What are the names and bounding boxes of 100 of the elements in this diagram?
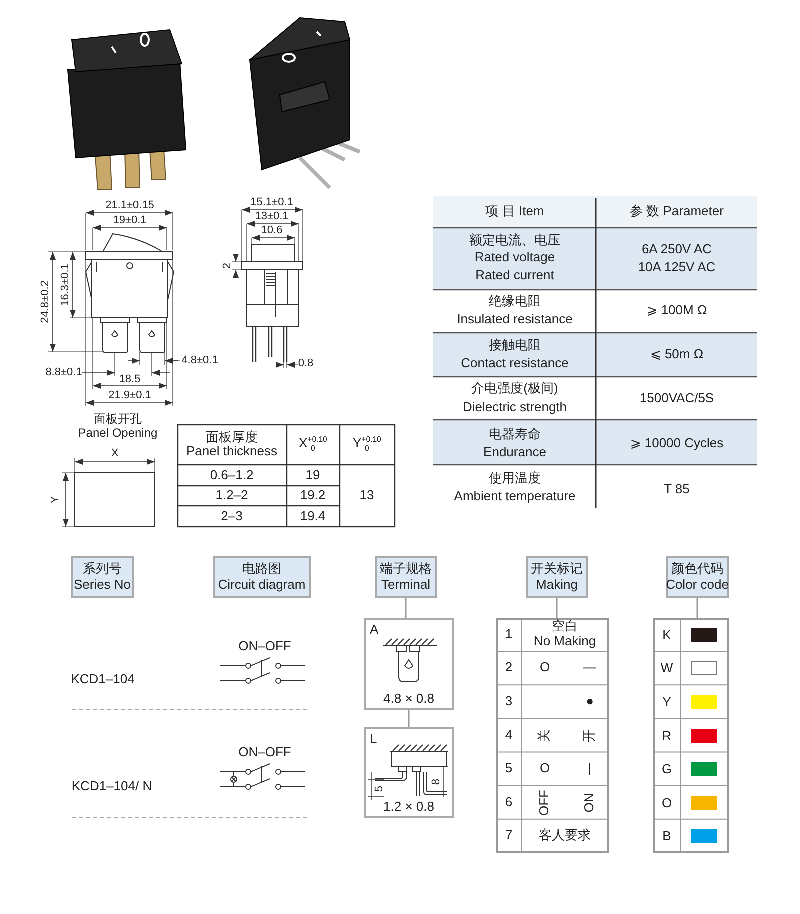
circuit-label: ON–OFF (238, 640, 292, 654)
box-label: 1.2 × 0.8 (382, 799, 436, 814)
cell-text: 1500VAC/5S (640, 392, 714, 406)
cell-text: 接触电阻 (489, 338, 541, 354)
series-number: KCD1–104 (71, 672, 135, 688)
box-label: L (370, 731, 378, 746)
dimension-text: 4.8±0.1 (182, 354, 218, 368)
header-text: 端子规格 (380, 561, 432, 577)
dimension-text: Y (50, 496, 62, 504)
color-code-table (653, 618, 729, 853)
dimension-text: 15.1±0.1 (250, 196, 294, 210)
dimension-text: X (111, 448, 119, 460)
cell-text: 客人要求 (539, 828, 591, 844)
cell-text: Insulated resistance (457, 312, 573, 328)
marking-table (496, 618, 609, 853)
color-letter: K (662, 627, 672, 642)
column-header: 项 目 Item (486, 204, 544, 220)
header-box (666, 556, 729, 598)
series-number: KCD1–104/ N (72, 780, 152, 794)
cell-text: 使用温度 (489, 472, 541, 486)
section-title: 面板开孔 (94, 413, 142, 427)
row-number: 4 (505, 728, 513, 743)
header-text: 电路图 (242, 561, 282, 577)
color-letter: Y (662, 694, 672, 710)
cell-text: ⩾ 100M Ω (646, 304, 708, 318)
cell-text: 额定电流、电压 (470, 234, 560, 248)
row-number: 5 (505, 762, 513, 777)
color-letter: G (662, 762, 672, 777)
dimension-text: 24.8±0.2 (40, 280, 52, 324)
row-number: 1 (505, 627, 513, 642)
marking-symbol: 开 (582, 729, 598, 742)
marking-symbol: | (588, 762, 592, 777)
column-header: 参 数 Parameter (630, 204, 724, 220)
color-letter: B (662, 828, 672, 844)
cell-text: 绝缘电阻 (489, 294, 541, 310)
connector-line (696, 598, 698, 618)
dimension-text: 8 (430, 778, 444, 786)
circuit-label: ON–OFF (238, 746, 292, 760)
cell-text: Ambient temperature (454, 490, 576, 504)
cell-text: 19.2 (300, 488, 326, 504)
dimension-text: 2 (222, 262, 234, 270)
header-text: Circuit diagram (218, 577, 306, 593)
connector-line (405, 598, 407, 618)
dimension-text: 5 (374, 786, 386, 792)
marking-symbol: ON (582, 792, 598, 812)
row-number: 2 (505, 660, 513, 676)
color-letter: W (660, 660, 674, 676)
cell-text: 0.6–1.2 (210, 468, 254, 484)
cell-text: 19.4 (300, 510, 326, 524)
dimension-text: 21.9±0.1 (108, 390, 152, 402)
marking-symbol: ● (586, 694, 594, 710)
cell-text: 1.2–2 (216, 488, 248, 504)
cell-text: 13 (360, 488, 374, 504)
marking-symbol: — (584, 660, 596, 676)
connector-line (556, 598, 558, 618)
cell-text: Rated current (476, 268, 554, 284)
row-number: 3 (505, 694, 513, 710)
marking-symbol: O (540, 660, 550, 676)
header-box (526, 556, 588, 598)
column-header: Panel thickness (186, 444, 278, 460)
marking-symbol: OFF (538, 790, 552, 816)
cell-text: Endurance (484, 446, 546, 460)
cell-text: No Making (534, 634, 596, 650)
header-text: Color code (666, 577, 729, 593)
cell-text: 电器寿命 (489, 428, 541, 442)
row-number: 7 (505, 828, 513, 844)
dimension-text: 16.3±0.1 (60, 264, 72, 306)
cell-text: 空白 (552, 620, 578, 634)
cell-text: Rated voltage (474, 250, 556, 266)
dimension-text: 21.1±0.15 (106, 200, 154, 212)
header-text: Series No (74, 577, 132, 593)
marking-symbol: 关 (538, 729, 552, 742)
header-text: 颜色代码 (672, 561, 724, 577)
section-title: Panel Opening (78, 427, 158, 441)
cell-text: Dielectric strength (462, 400, 568, 416)
cell-text: 10A 125V AC (638, 260, 716, 276)
header-box (71, 556, 134, 598)
cell-text: 19 (306, 468, 320, 484)
cell-text: ⩾ 10000 Cycles (630, 436, 724, 452)
header-box (375, 556, 437, 598)
dimension-text: 8.8±0.1 (46, 366, 82, 380)
connector-line (408, 710, 410, 727)
header-box (213, 556, 311, 598)
dimension-text: 19±0.1 (113, 214, 147, 228)
row-number: 6 (505, 795, 513, 810)
cell-text: 2–3 (221, 510, 243, 524)
marking-symbol: O (540, 762, 550, 777)
dimension-text: 10.6 (261, 224, 283, 238)
box-label: A (370, 622, 379, 637)
cell-text: ⩽ 50m Ω (650, 348, 704, 362)
cell-text: 6A 250V AC (642, 242, 712, 258)
box-label: 4.8 × 0.8 (382, 691, 436, 706)
cell-text: 介电强度(极间) (472, 382, 558, 396)
dimension-text: 13±0.1 (255, 210, 289, 224)
header-text: Making (536, 577, 578, 593)
header-text: Terminal (381, 577, 431, 593)
header-text: 开关标记 (531, 561, 583, 577)
column-header: 面板厚度 (206, 430, 258, 446)
cell-text: T 85 (664, 482, 690, 498)
cell-text: Contact resistance (461, 356, 569, 372)
